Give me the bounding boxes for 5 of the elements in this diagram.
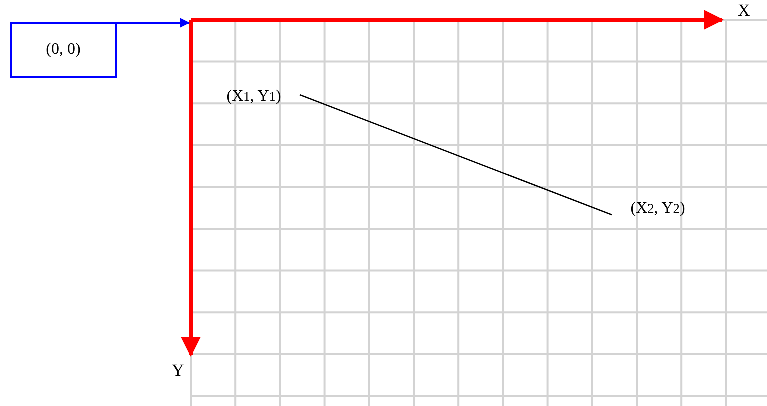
line-segment	[300, 94, 612, 216]
axis-label: Y	[172, 361, 184, 381]
axis-label: X	[738, 1, 750, 21]
arrow	[117, 18, 190, 28]
origin-box: (0, 0)	[10, 22, 117, 78]
